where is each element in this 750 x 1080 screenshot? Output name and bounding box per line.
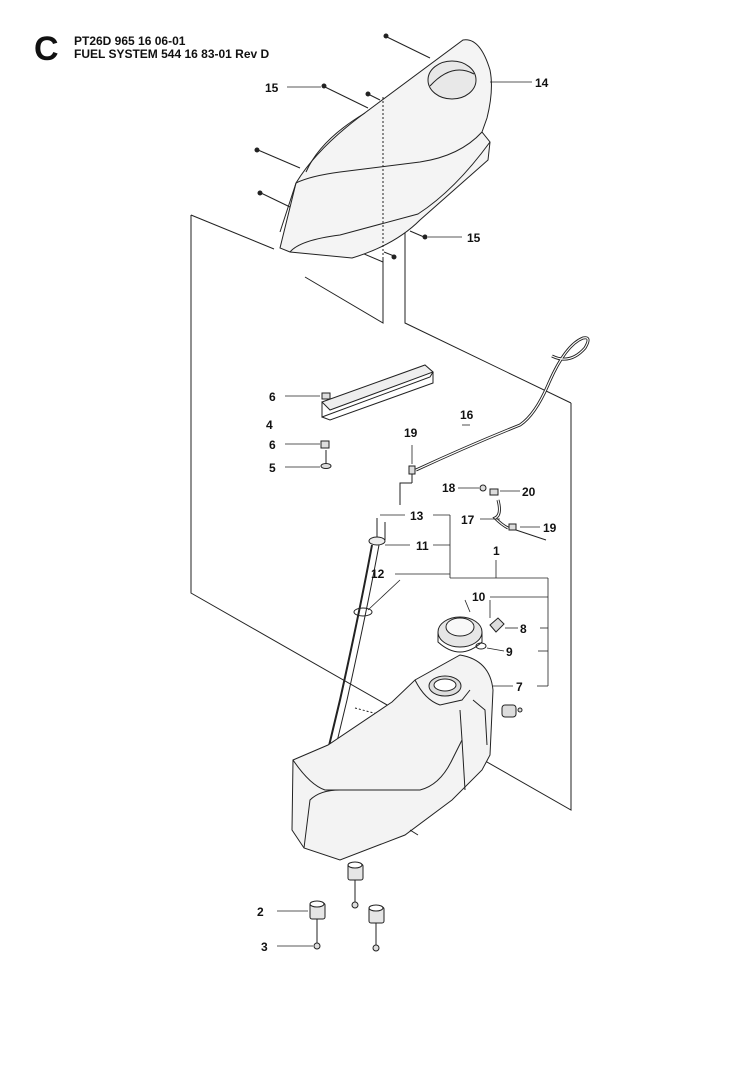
explosion-plane-upper — [190, 214, 572, 811]
callout-16: 16 — [460, 408, 474, 422]
callout-20: 20 — [522, 485, 536, 499]
callout-9: 9 — [506, 645, 513, 659]
hardware-6-5 — [320, 392, 332, 469]
callout-6-bottom: 6 — [269, 438, 276, 452]
callout-2: 2 — [257, 905, 264, 919]
callout-15-bottom: 15 — [467, 231, 481, 245]
callout-10: 10 — [472, 590, 486, 604]
bracket — [321, 364, 434, 421]
callout-12: 12 — [371, 567, 385, 581]
leader-lines — [277, 81, 549, 947]
fuel-hose — [415, 336, 590, 472]
callout-14: 14 — [535, 76, 549, 90]
callout-labels: 15 14 15 6 4 6 5 16 19 18 20 13 17 19 11… — [257, 76, 557, 954]
tank-feet — [309, 861, 385, 952]
callout-15-top: 15 — [265, 81, 279, 95]
callout-1: 1 — [493, 544, 500, 558]
callout-19-left: 19 — [404, 426, 418, 440]
side-grommet — [501, 704, 523, 718]
callout-6-top: 6 — [269, 390, 276, 404]
callout-4: 4 — [266, 418, 273, 432]
callout-11: 11 — [416, 539, 429, 553]
fuel-tank — [291, 654, 494, 861]
tank-cover — [279, 39, 492, 259]
callout-5: 5 — [269, 461, 276, 475]
callout-17: 17 — [461, 513, 475, 527]
callout-7: 7 — [516, 680, 523, 694]
callout-3: 3 — [261, 940, 268, 954]
section-letter: C — [34, 30, 59, 68]
fuel-cap — [437, 616, 505, 653]
callout-18: 18 — [442, 481, 456, 495]
callout-8: 8 — [520, 622, 527, 636]
callout-19-right: 19 — [543, 521, 557, 535]
callout-13: 13 — [410, 509, 424, 523]
assembly-title: FUEL SYSTEM 544 16 83-01 Rev D — [74, 47, 270, 61]
model-number: PT26D 965 16 06-01 — [74, 34, 186, 48]
fittings — [399, 465, 547, 541]
screws-15 — [254, 33, 431, 260]
